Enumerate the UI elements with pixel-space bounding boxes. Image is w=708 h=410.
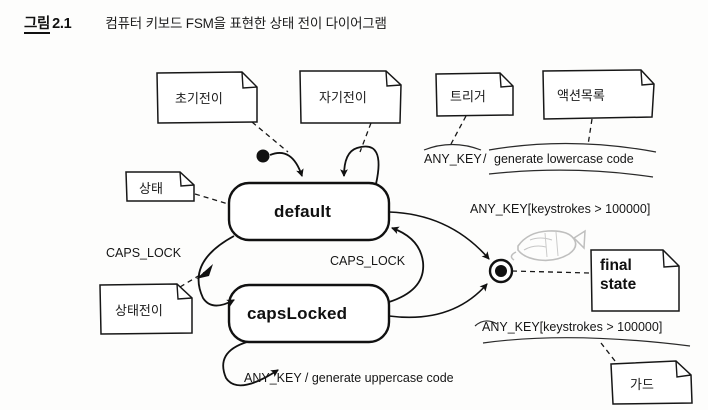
edge-label-guard-bottom: ANY_KEY[keystrokes > 100000] (482, 320, 663, 334)
leader-guard (600, 342, 616, 362)
note-label-final-state: final state (600, 256, 636, 294)
note-label-final-state-line1: final (600, 257, 632, 274)
note-action-list (542, 69, 655, 120)
state-label-capslocked: capsLocked (247, 304, 348, 323)
brace-action-top (488, 142, 657, 153)
transition-capslocked-to-final (388, 283, 488, 319)
leader-trigger (450, 115, 467, 145)
state-box-default[interactable] (227, 181, 391, 242)
note-label-final-state-line2: state (600, 276, 637, 293)
note-trigger (435, 72, 514, 117)
edge-label-lowercase-action: generate lowercase code (494, 152, 634, 166)
state-label-default: default (274, 202, 332, 221)
transition-capslocked-self (222, 341, 279, 387)
transition-capslocked-to-default (388, 226, 425, 303)
note-guard (610, 360, 693, 405)
edge-label-guard-top: ANY_KEY[keystrokes > 100000] (470, 202, 651, 216)
brace-guard-left (474, 320, 498, 327)
note-state-transition (99, 283, 193, 335)
note-label-state: 상태 (139, 181, 163, 196)
leader-state-transition (179, 271, 206, 288)
note-state (125, 171, 195, 202)
leader-action-list (587, 118, 593, 146)
figure-number-prefix: 그림 (24, 16, 51, 34)
note-label-state-transition: 상태전이 (115, 303, 163, 318)
figure-number-value: 2.1 (52, 16, 72, 32)
edge-label-lowercase-separator: / (483, 152, 487, 166)
brace-trigger (423, 143, 482, 151)
final-state-marker (488, 258, 514, 284)
note-label-trigger: 트리거 (450, 89, 486, 104)
note-self-transition (299, 70, 402, 124)
edge-label-uppercase: ANY_KEY / generate uppercase code (244, 371, 454, 385)
brace-action-bottom (488, 169, 654, 178)
initial-state-dot (256, 149, 270, 163)
leader-state (194, 193, 236, 207)
edge-label-lowercase-trigger: ANY_KEY (424, 152, 482, 166)
note-label-initial-transition: 초기전이 (175, 91, 223, 106)
transition-default-self (340, 145, 380, 185)
transition-default-to-capslocked (197, 235, 235, 307)
state-box-capslocked[interactable] (227, 283, 391, 344)
brace-guard-bottom (482, 337, 691, 347)
note-final-state (590, 249, 680, 312)
edge-label-caps-lock-left: CAPS_LOCK (106, 246, 182, 260)
leader-final-state (511, 270, 590, 274)
leader-arrowhead-state-transition (196, 264, 213, 279)
note-initial-transition (156, 71, 258, 124)
leader-initial-transition (251, 121, 289, 153)
transition-initial-to-default (269, 152, 304, 177)
note-label-self-transition: 자기전이 (319, 90, 367, 105)
note-label-guard: 가드 (630, 377, 654, 392)
edge-label-caps-lock-right: CAPS_LOCK (330, 254, 406, 268)
note-label-action-list: 액션목록 (557, 88, 605, 103)
transition-default-to-final (388, 211, 490, 260)
figure-title: 컴퓨터 키보드 FSM을 표현한 상태 전이 다이어그램 (105, 16, 387, 31)
sketch-doodle (510, 229, 586, 262)
